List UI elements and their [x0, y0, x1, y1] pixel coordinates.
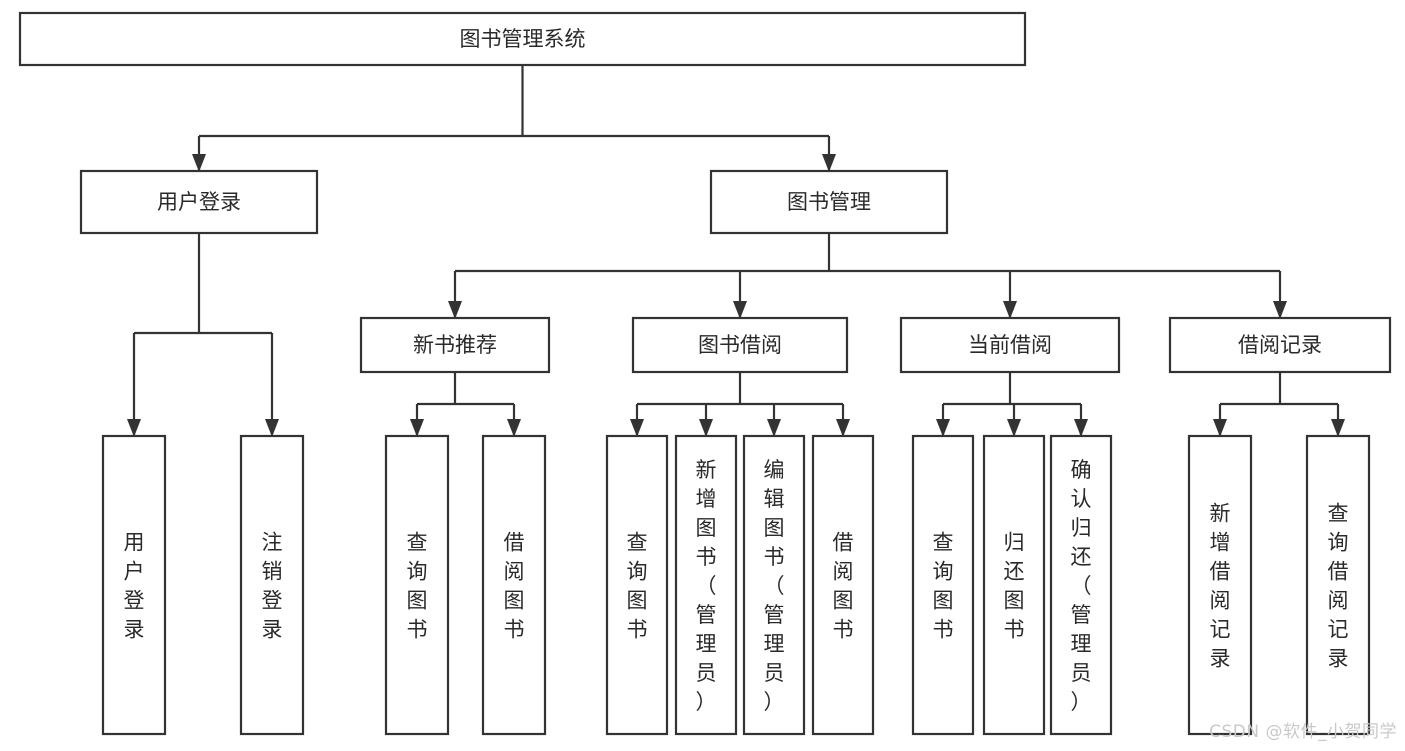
node-label: 查询图书	[933, 531, 954, 642]
arrow-head-icon	[733, 301, 747, 319]
arrow-head-icon	[822, 154, 836, 172]
node-l-nb-borrow[interactable]: 借阅图书	[481, 434, 547, 736]
arrow-head-icon	[767, 419, 781, 437]
node-label: 编辑图书（管理员）	[764, 458, 785, 714]
arrow-head-icon	[1273, 301, 1287, 319]
node-box[interactable]	[605, 434, 669, 736]
node-label: 当前借阅	[968, 333, 1052, 357]
nodes-layer: 图书管理系统用户登录图书管理新书推荐图书借阅当前借阅借阅记录用户登录注销登录查询…	[18, 11, 1392, 736]
node-box[interactable]	[811, 434, 875, 736]
connector-group	[127, 233, 279, 437]
node-label: 借阅图书	[833, 531, 854, 642]
arrow-head-icon	[836, 419, 850, 437]
node-l-bb-add[interactable]: 新增图书（管理员）	[674, 434, 738, 736]
arrow-head-icon	[630, 419, 644, 437]
node-l-br-query[interactable]: 查询借阅记录	[1305, 434, 1371, 736]
node-n-new-book[interactable]: 新书推荐	[359, 316, 551, 374]
connector-group	[448, 233, 1287, 319]
node-box[interactable]	[101, 434, 167, 736]
node-n-record[interactable]: 借阅记录	[1168, 316, 1392, 374]
node-label: 查询图书	[407, 531, 428, 642]
arrow-head-icon	[410, 419, 424, 437]
arrow-head-icon	[1007, 419, 1021, 437]
node-label: 确认归还（管理员）	[1071, 458, 1092, 714]
arrow-head-icon	[1074, 419, 1088, 437]
node-label: 借阅记录	[1238, 333, 1322, 357]
node-l-nb-query[interactable]: 查询图书	[384, 434, 450, 736]
arrow-head-icon	[699, 419, 713, 437]
node-label: 用户登录	[157, 190, 241, 214]
node-box[interactable]	[1168, 316, 1392, 374]
node-box[interactable]	[384, 434, 450, 736]
node-root[interactable]: 图书管理系统	[18, 11, 1027, 67]
node-label: 图书管理	[787, 190, 871, 214]
node-label: 图书借阅	[698, 333, 782, 357]
connector-group	[630, 372, 850, 437]
arrow-head-icon	[1331, 419, 1345, 437]
arrow-head-icon	[127, 419, 141, 437]
node-l-cb-confirm[interactable]: 确认归还（管理员）	[1049, 434, 1113, 736]
node-n-user-login[interactable]: 用户登录	[79, 169, 319, 235]
connector-group	[410, 372, 521, 437]
node-label: 用户登录	[124, 531, 145, 642]
node-label: 新书推荐	[413, 333, 497, 357]
node-n-current[interactable]: 当前借阅	[899, 316, 1121, 374]
node-l-bb-borrow[interactable]: 借阅图书	[811, 434, 875, 736]
node-box[interactable]	[481, 434, 547, 736]
node-box[interactable]	[1187, 434, 1253, 736]
node-l-cb-return[interactable]: 归还图书	[982, 434, 1046, 736]
node-label: 查询借阅记录	[1328, 502, 1349, 671]
node-box[interactable]	[982, 434, 1046, 736]
node-l-cb-query[interactable]: 查询图书	[911, 434, 975, 736]
node-box[interactable]	[709, 169, 949, 235]
node-box[interactable]	[899, 316, 1121, 374]
node-box[interactable]	[359, 316, 551, 374]
watermark-text: CSDN @软件_小贺同学	[1209, 722, 1397, 742]
node-label: 归还图书	[1004, 531, 1025, 642]
node-l-user-logout[interactable]: 注销登录	[239, 434, 305, 736]
node-l-user-login[interactable]: 用户登录	[101, 434, 167, 736]
node-box[interactable]	[239, 434, 305, 736]
node-label: 注销登录	[262, 531, 283, 642]
node-box[interactable]	[1049, 434, 1113, 736]
node-box[interactable]	[18, 11, 1027, 67]
node-l-bb-edit[interactable]: 编辑图书（管理员）	[742, 434, 806, 736]
node-box[interactable]	[79, 169, 319, 235]
arrow-head-icon	[265, 419, 279, 437]
node-l-bb-query[interactable]: 查询图书	[605, 434, 669, 736]
arrow-head-icon	[192, 154, 206, 172]
arrow-head-icon	[1003, 301, 1017, 319]
node-label: 新增借阅记录	[1210, 502, 1231, 671]
node-box[interactable]	[631, 316, 849, 374]
edges-layer	[127, 65, 1345, 437]
node-label: 图书管理系统	[460, 27, 586, 51]
node-label: 查询图书	[627, 531, 648, 642]
connector-group	[936, 372, 1088, 437]
node-box[interactable]	[742, 434, 806, 736]
node-label: 借阅图书	[504, 531, 525, 642]
connector-group	[192, 65, 836, 172]
node-box[interactable]	[674, 434, 738, 736]
node-label: 新增图书（管理员）	[696, 458, 717, 714]
node-l-br-add[interactable]: 新增借阅记录	[1187, 434, 1253, 736]
arrow-head-icon	[448, 301, 462, 319]
arrow-head-icon	[1213, 419, 1227, 437]
node-n-book-manage[interactable]: 图书管理	[709, 169, 949, 235]
arrow-head-icon	[507, 419, 521, 437]
connector-group	[1213, 372, 1345, 437]
arrow-head-icon	[936, 419, 950, 437]
node-box[interactable]	[911, 434, 975, 736]
node-box[interactable]	[1305, 434, 1371, 736]
node-n-borrow[interactable]: 图书借阅	[631, 316, 849, 374]
